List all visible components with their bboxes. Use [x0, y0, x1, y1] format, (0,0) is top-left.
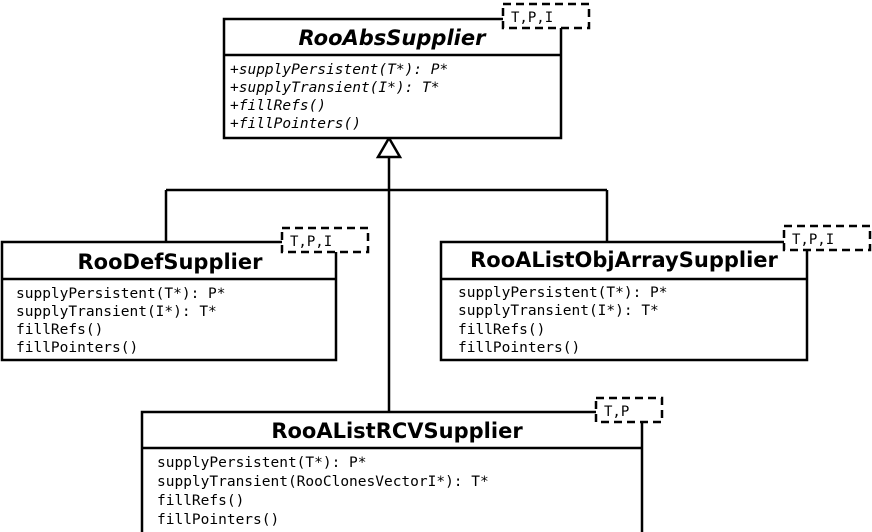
method-fill-pointers: +fillPointers() — [230, 116, 361, 132]
template-param-box — [501, 2, 591, 30]
method-supply-persistent: supplyPersistent(T*): P* — [16, 286, 226, 302]
class-box — [140, 410, 644, 532]
method-fill-refs: fillRefs() — [157, 493, 244, 509]
generalization-arrowhead — [375, 135, 403, 159]
method-fill-refs: fillRefs() — [458, 322, 545, 338]
class-name: RooAListRCVSupplier — [271, 419, 523, 443]
method-fill-pointers: fillPointers() — [458, 340, 580, 356]
method-fill-refs: +fillRefs() — [230, 98, 326, 114]
template-param-box — [782, 224, 872, 252]
method-supply-transient: supplyTransient(RooClonesVectorI*): T* — [157, 474, 489, 490]
method-fill-pointers: fillPointers() — [16, 340, 138, 356]
method-supply-persistent: supplyPersistent(T*): P* — [458, 285, 668, 301]
method-supply-transient: supplyTransient(I*): T* — [16, 304, 217, 320]
method-supply-persistent: supplyPersistent(T*): P* — [157, 455, 367, 471]
inheritance-connectors — [164, 135, 609, 412]
method-fill-pointers: fillPointers() — [157, 512, 279, 528]
template-param-box — [594, 396, 664, 424]
method-supply-transient: +supplyTransient(I*): T* — [230, 80, 440, 96]
class-box — [439, 240, 809, 362]
method-supply-transient: supplyTransient(I*): T* — [458, 303, 659, 319]
class-roo-alist-rcv-supplier[interactable]: RooAListRCVSupplier supplyPersistent(T*)… — [140, 396, 664, 532]
class-roo-abs-supplier[interactable]: RooAbsSupplier +supplyPersistent(T*): P*… — [222, 2, 591, 140]
method-supply-persistent: +supplyPersistent(T*): P* — [230, 62, 448, 78]
class-box — [222, 17, 563, 140]
method-fill-refs: fillRefs() — [16, 322, 103, 338]
template-param-box — [280, 226, 370, 254]
class-roo-def-supplier[interactable]: RooDefSupplier supplyPersistent(T*): P* … — [0, 226, 370, 362]
class-roo-alist-objarray-supplier[interactable]: RooAListObjArraySupplier supplyPersisten… — [439, 224, 872, 362]
class-name: RooAbsSupplier — [299, 26, 488, 50]
template-params: T,P,I — [290, 234, 332, 250]
template-params: T,P,I — [511, 10, 553, 26]
template-params: T,P — [604, 404, 629, 420]
class-box — [0, 240, 338, 362]
class-name: RooDefSupplier — [78, 250, 264, 274]
template-params: T,P,I — [792, 232, 834, 248]
class-name: RooAListObjArraySupplier — [470, 248, 778, 272]
